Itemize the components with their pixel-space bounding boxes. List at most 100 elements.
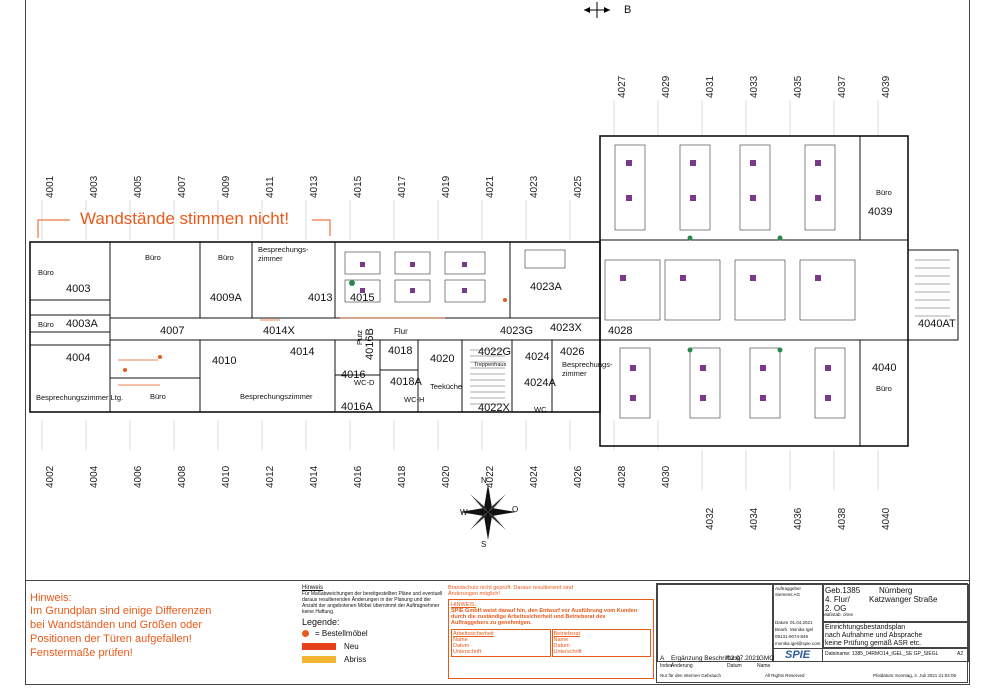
- room-name: Büro: [38, 268, 54, 277]
- floor-value: 4. Flur/: [825, 595, 850, 604]
- rev-index: A: [660, 655, 665, 662]
- legend-note: Für Maßabweichungen der bereitgestellten…: [302, 591, 443, 597]
- brandschutz-block: Brandschutz nicht geprüft. Daraus result…: [448, 585, 654, 680]
- compass-s: S: [481, 540, 487, 549]
- legend-bestell-label: = Bestellmöbel: [315, 629, 368, 638]
- room-name: WC-D: [354, 378, 375, 387]
- axis-label: 4025: [573, 175, 584, 198]
- name-label: Name: [453, 637, 468, 643]
- legend-abriss-label: Abriss: [344, 655, 367, 664]
- room-number: 4003: [66, 283, 91, 295]
- room-name: Büro: [876, 188, 892, 197]
- desc-line: nach Aufnahme und Absprache: [825, 632, 923, 639]
- neu-swatch: [302, 643, 336, 650]
- axis-label: 4005: [133, 175, 144, 198]
- room-number: 4022G: [478, 346, 512, 358]
- room-number: 4013: [308, 292, 333, 304]
- axis-label: 4027: [617, 75, 628, 98]
- room-number: 4016A: [341, 401, 373, 413]
- rev-by: IGMO: [757, 655, 775, 662]
- room-name: Besprechungszimmer Ltg.: [36, 393, 124, 402]
- compass-w: W: [460, 508, 468, 517]
- room-number: 4003A: [66, 318, 98, 330]
- bearb-value: Monika Igel: [790, 627, 814, 632]
- legend-hinweis: Hinweis: [302, 585, 324, 591]
- brandschutz-line: Brandschutz nicht geprüft. Daraus result…: [448, 585, 574, 591]
- legend-row: Neu: [302, 642, 447, 651]
- betriebsrat-box: Betriebsrat Name Datum Unterschrift: [551, 629, 651, 657]
- legend-title: Legende:: [302, 617, 340, 627]
- blatt-value: A2: [957, 651, 964, 657]
- room-number: 4023A: [530, 281, 562, 293]
- compass-rose: [460, 484, 516, 540]
- dateiname-value: Dateiname: 1385_04RMO14_IGEL_SE GP_SIEGL: [825, 651, 939, 657]
- axis-label: 4031: [705, 75, 716, 98]
- axis-label: 4030: [661, 465, 672, 488]
- room-number: 4018A: [390, 376, 422, 388]
- axis-label: 4021: [485, 175, 496, 198]
- title-block: A Ergänzung Beschriftung 02.07.2021 IGMO…: [656, 583, 969, 683]
- legend-row: = Bestellmöbel: [302, 629, 447, 638]
- approval-text: durch die zuständige Arbeitssicherheit u…: [451, 614, 606, 620]
- room-number: 4024A: [524, 377, 556, 389]
- brandschutz-line: Änderungen möglich!: [448, 591, 500, 597]
- room-name: Putz: [355, 329, 364, 345]
- datum-value: 01.04.2021: [790, 620, 813, 625]
- warning-title: Wandstände stimmen nicht!: [80, 209, 290, 228]
- room-number: 4028: [608, 325, 633, 337]
- approval-box: HINWEIS: SPIE GmbH weist darauf hin, den…: [448, 599, 654, 679]
- room-name: Büro: [150, 392, 166, 401]
- axis-label: 4014: [309, 465, 320, 488]
- geb-value: Geb.1385: [825, 586, 861, 595]
- auftraggeber-label: Auftraggeber: [775, 586, 802, 591]
- axis-label: 4017: [397, 175, 408, 198]
- floor-value-2: 2. OG: [825, 604, 847, 613]
- axis-label: 4016: [353, 465, 364, 488]
- axis-label: 4012: [265, 465, 276, 488]
- rev-index-label: Index: [660, 663, 673, 669]
- arrows-icon: [584, 2, 610, 18]
- room-number: 4009A: [210, 292, 242, 304]
- room-number: 4020: [430, 353, 455, 365]
- room-name: Besprechungszimmer: [240, 392, 313, 401]
- arbeitssicherheit-box: Arbeitssicherheit Name Datum Unterschrif…: [451, 629, 551, 657]
- room-number: 4039: [868, 206, 893, 218]
- room-number: 4004: [66, 352, 91, 364]
- legend-note: Anzahl der angebotenen Möbel übernimmt d…: [302, 603, 440, 609]
- axis-label: 4035: [793, 75, 804, 98]
- revision-grid: [657, 584, 773, 662]
- rev-aenderung-label: Änderung: [671, 663, 693, 669]
- divider: [25, 580, 970, 581]
- room-name: Besprechungs-zimmer: [562, 360, 613, 378]
- hinweis-line: Positionen der Türen aufgefallen!: [30, 633, 192, 645]
- datum-label: Datum: [553, 643, 570, 649]
- rev-name-label: Name: [757, 663, 771, 669]
- description-cell: [823, 622, 969, 648]
- massstab-value: Maßstab: ohne: [823, 612, 854, 617]
- room-name: Büro: [876, 384, 892, 393]
- axis-label: 4010: [221, 465, 232, 488]
- desc-line: keine Prüfung gemäß ASR etc.: [825, 640, 922, 647]
- room-name: Büro: [38, 320, 54, 329]
- room-number: 4040: [872, 362, 897, 374]
- hinweis-block: Hinweis: Im Grundplan sind einige Differ…: [30, 592, 290, 660]
- drawing-frame: [25, 0, 970, 685]
- hinweis-line: bei Wandständen und Größen oder: [30, 619, 203, 631]
- room-number: 4018: [388, 345, 413, 357]
- axis-label: 4034: [749, 507, 760, 530]
- axis-label: 4037: [837, 75, 848, 98]
- axis-label: 4013: [309, 175, 320, 198]
- top-direction-marker: B: [582, 2, 631, 18]
- axis-label: 4028: [617, 465, 628, 488]
- approval-text: Auftraggebers zu genehmigen.: [451, 620, 532, 626]
- rev-datum-label: Datum: [727, 663, 742, 669]
- unterschrift-label: Unterschrift: [553, 649, 582, 655]
- room-number: 4023G: [500, 325, 534, 337]
- betriebsrat-label: Betriebsrat: [553, 631, 581, 637]
- approval-hinweis: HINWEIS:: [451, 602, 477, 608]
- room-name: Besprechungs-zimmer: [258, 245, 309, 263]
- location-cell: [823, 584, 969, 622]
- room-name: WC: [534, 405, 547, 414]
- room-number: 4015: [350, 292, 375, 304]
- room-number: 4014: [290, 346, 315, 358]
